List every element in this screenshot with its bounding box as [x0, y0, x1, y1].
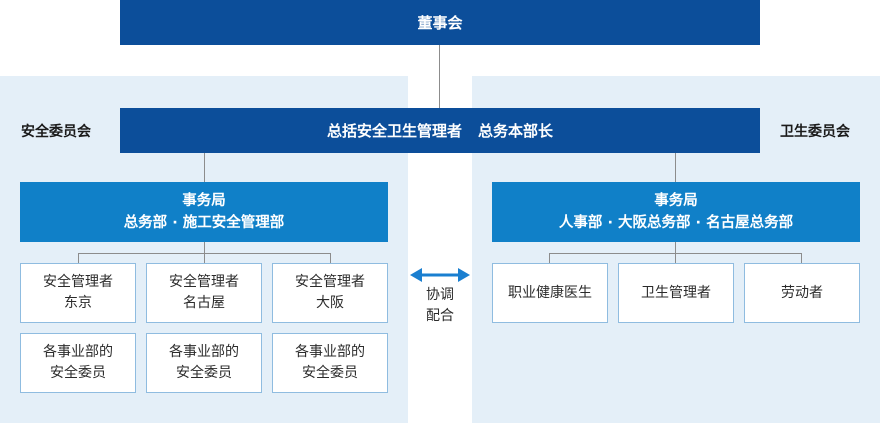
health-role-label: 劳动者 — [781, 284, 823, 301]
connector-right-col1 — [549, 253, 550, 263]
division-member-line1: 各事业部的 — [169, 344, 239, 360]
health-role-label: 卫生管理者 — [641, 284, 711, 301]
division-member-line2: 安全委员 — [50, 365, 106, 381]
health-manager: 卫生管理者 — [618, 263, 734, 323]
right-secretariat: 事务局 人事部 · 大阪总务部 · 名古屋总务部 — [492, 182, 860, 242]
safety-manager-osaka: 安全管理者 大阪 — [272, 263, 388, 323]
manager-role: 安全管理者 — [43, 274, 113, 290]
manager-role: 安全管理者 — [169, 274, 239, 290]
connector-right-col2 — [675, 253, 676, 263]
connector-board-head — [439, 45, 440, 108]
connector-right-office-down — [675, 242, 676, 254]
general-safety-health-manager: 总括安全卫生管理者 总务本部长 — [120, 108, 760, 153]
connector-head-left-office — [204, 153, 205, 182]
left-secretariat: 事务局 总务部 · 施工安全管理部 — [20, 182, 388, 242]
connector-left-col2 — [204, 253, 205, 263]
manager-role: 安全管理者 — [295, 274, 365, 290]
division-member-line1: 各事业部的 — [43, 344, 113, 360]
connector-left-col3 — [330, 253, 331, 263]
safety-manager-nagoya: 安全管理者 名古屋 — [146, 263, 262, 323]
board-of-directors: 董事会 — [120, 0, 760, 45]
safety-manager-tokyo: 安全管理者 东京 — [20, 263, 136, 323]
right-secretariat-title: 事务局 — [654, 193, 698, 209]
division-member-line2: 安全委员 — [176, 365, 232, 381]
connector-head-right-office — [675, 153, 676, 182]
connector-left-col1 — [78, 253, 79, 263]
manager-location: 大阪 — [316, 295, 344, 311]
double-arrow-icon — [410, 268, 470, 282]
occupational-physician: 职业健康医生 — [492, 263, 608, 323]
right-secretariat-departments: 人事部 · 大阪总务部 · 名古屋总务部 — [558, 215, 794, 231]
manager-location: 名古屋 — [183, 295, 225, 311]
head-title-label: 总务本部长 — [478, 122, 554, 140]
division-member-line2: 安全委员 — [302, 365, 358, 381]
health-committee-label: 卫生委员会 — [780, 124, 850, 140]
division-safety-member-3: 各事业部的 安全委员 — [272, 333, 388, 393]
connector-right-col3 — [801, 253, 802, 263]
left-secretariat-departments: 总务部 · 施工安全管理部 — [123, 215, 285, 231]
left-secretariat-title: 事务局 — [182, 193, 226, 209]
workers: 劳动者 — [744, 263, 860, 323]
head-role-label: 总括安全卫生管理者 — [326, 122, 462, 140]
division-safety-member-1: 各事业部的 安全委员 — [20, 333, 136, 393]
board-label: 董事会 — [417, 14, 463, 32]
division-safety-member-2: 各事业部的 安全委员 — [146, 333, 262, 393]
division-member-line1: 各事业部的 — [295, 344, 365, 360]
connector-left-office-down — [204, 242, 205, 254]
coordination-label: 协调 配合 — [412, 285, 468, 327]
manager-location: 东京 — [64, 295, 92, 311]
coordination-line1: 协调 — [426, 287, 454, 303]
safety-committee-label: 安全委员会 — [21, 124, 91, 140]
health-role-label: 职业健康医生 — [508, 284, 592, 301]
coordination-line2: 配合 — [426, 308, 454, 324]
